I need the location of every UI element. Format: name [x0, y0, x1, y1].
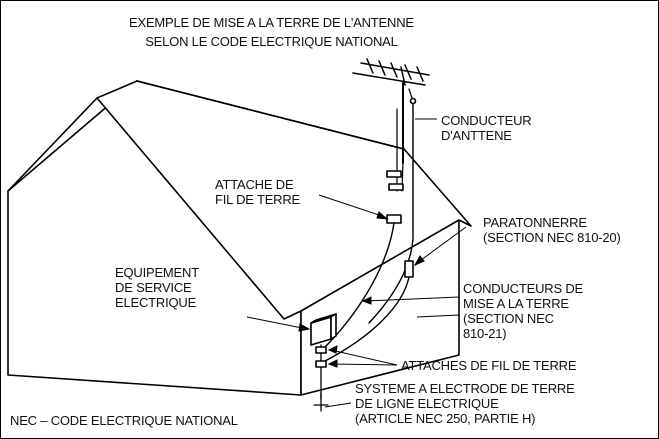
label-grounding-conductors: CONDUCTEURS DE MISE A LA TERRE (SECTION … [463, 281, 583, 341]
label-ground-wire-clamp-line-2: FIL DE TERRE [215, 192, 301, 207]
title-line-2: SELON LE CODE ELECTRIQUE NATIONAL [145, 34, 398, 49]
antenna-elements [352, 58, 430, 86]
label-service-equipment-line-3: ELECTRIQUE [115, 295, 197, 310]
label-antenna-conductor: CONDUCTEUR D'ANTTENE [441, 113, 532, 143]
label-electrode-system: SYSTEME A ELECTRODE DE TERRE DE LIGNE EL… [355, 381, 575, 426]
service-equipment-box [310, 313, 337, 346]
label-antenna-conductor-line-1: CONDUCTEUR [441, 113, 532, 128]
label-grounding-conductors-line-3: (SECTION NEC [463, 311, 554, 326]
mast-ground-clamp [386, 214, 402, 224]
ground-clamp-lower [315, 360, 327, 368]
lightning-arrester [404, 260, 414, 278]
label-service-equipment: EQUIPEMENT DE SERVICE ELECTRIQUE [115, 265, 199, 310]
label-lightning-arrester-line-2: (SECTION NEC 810-20) [483, 230, 621, 245]
grounding-wire-arrester [324, 276, 410, 362]
label-ground-wire-clamp-line-1: ATTACHE DE [215, 177, 294, 192]
label-lightning-arrester: PARATONNERRE (SECTION NEC 810-20) [483, 215, 621, 245]
title-line-1: EXEMPLE DE MISE A LA TERRE DE L'ANTENNE [129, 15, 414, 30]
label-lightning-arrester-line-1: PARATONNERRE [483, 215, 587, 230]
label-grounding-conductors-line-1: CONDUCTEURS DE [463, 281, 583, 296]
label-electrode-system-line-3: (ARTICLE NEC 250, PARTIE H) [355, 411, 536, 426]
label-grounding-conductors-line-2: MISE A LA TERRE [463, 296, 569, 311]
label-service-equipment-line-1: EQUIPEMENT [115, 265, 199, 280]
nec-footnote-text: NEC – CODE ELECTRIQUE NATIONAL [10, 413, 238, 428]
label-antenna-conductor-line-2: D'ANTTENE [441, 128, 512, 143]
diagram-title: EXEMPLE DE MISE A LA TERRE DE L'ANTENNE … [129, 13, 414, 51]
nec-footnote: NEC – CODE ELECTRIQUE NATIONAL [10, 413, 238, 428]
antenna-lead-in-wire [368, 100, 414, 324]
label-electrode-system-line-1: SYSTEME A ELECTRODE DE TERRE [355, 381, 575, 396]
ground-clamp-upper [315, 346, 327, 354]
label-ground-clamps: ATTACHES DE FIL DE TERRE [401, 358, 577, 373]
label-grounding-conductors-line-4: 810-21) [463, 326, 507, 341]
label-ground-wire-clamp: ATTACHE DE FIL DE TERRE [215, 177, 300, 207]
label-electrode-system-line-2: DE LIGNE ELECTRIQUE [355, 396, 499, 411]
label-service-equipment-line-2: DE SERVICE [115, 280, 192, 295]
house-roof [96, 80, 472, 320]
label-ground-clamps-text: ATTACHES DE FIL DE TERRE [401, 358, 577, 373]
